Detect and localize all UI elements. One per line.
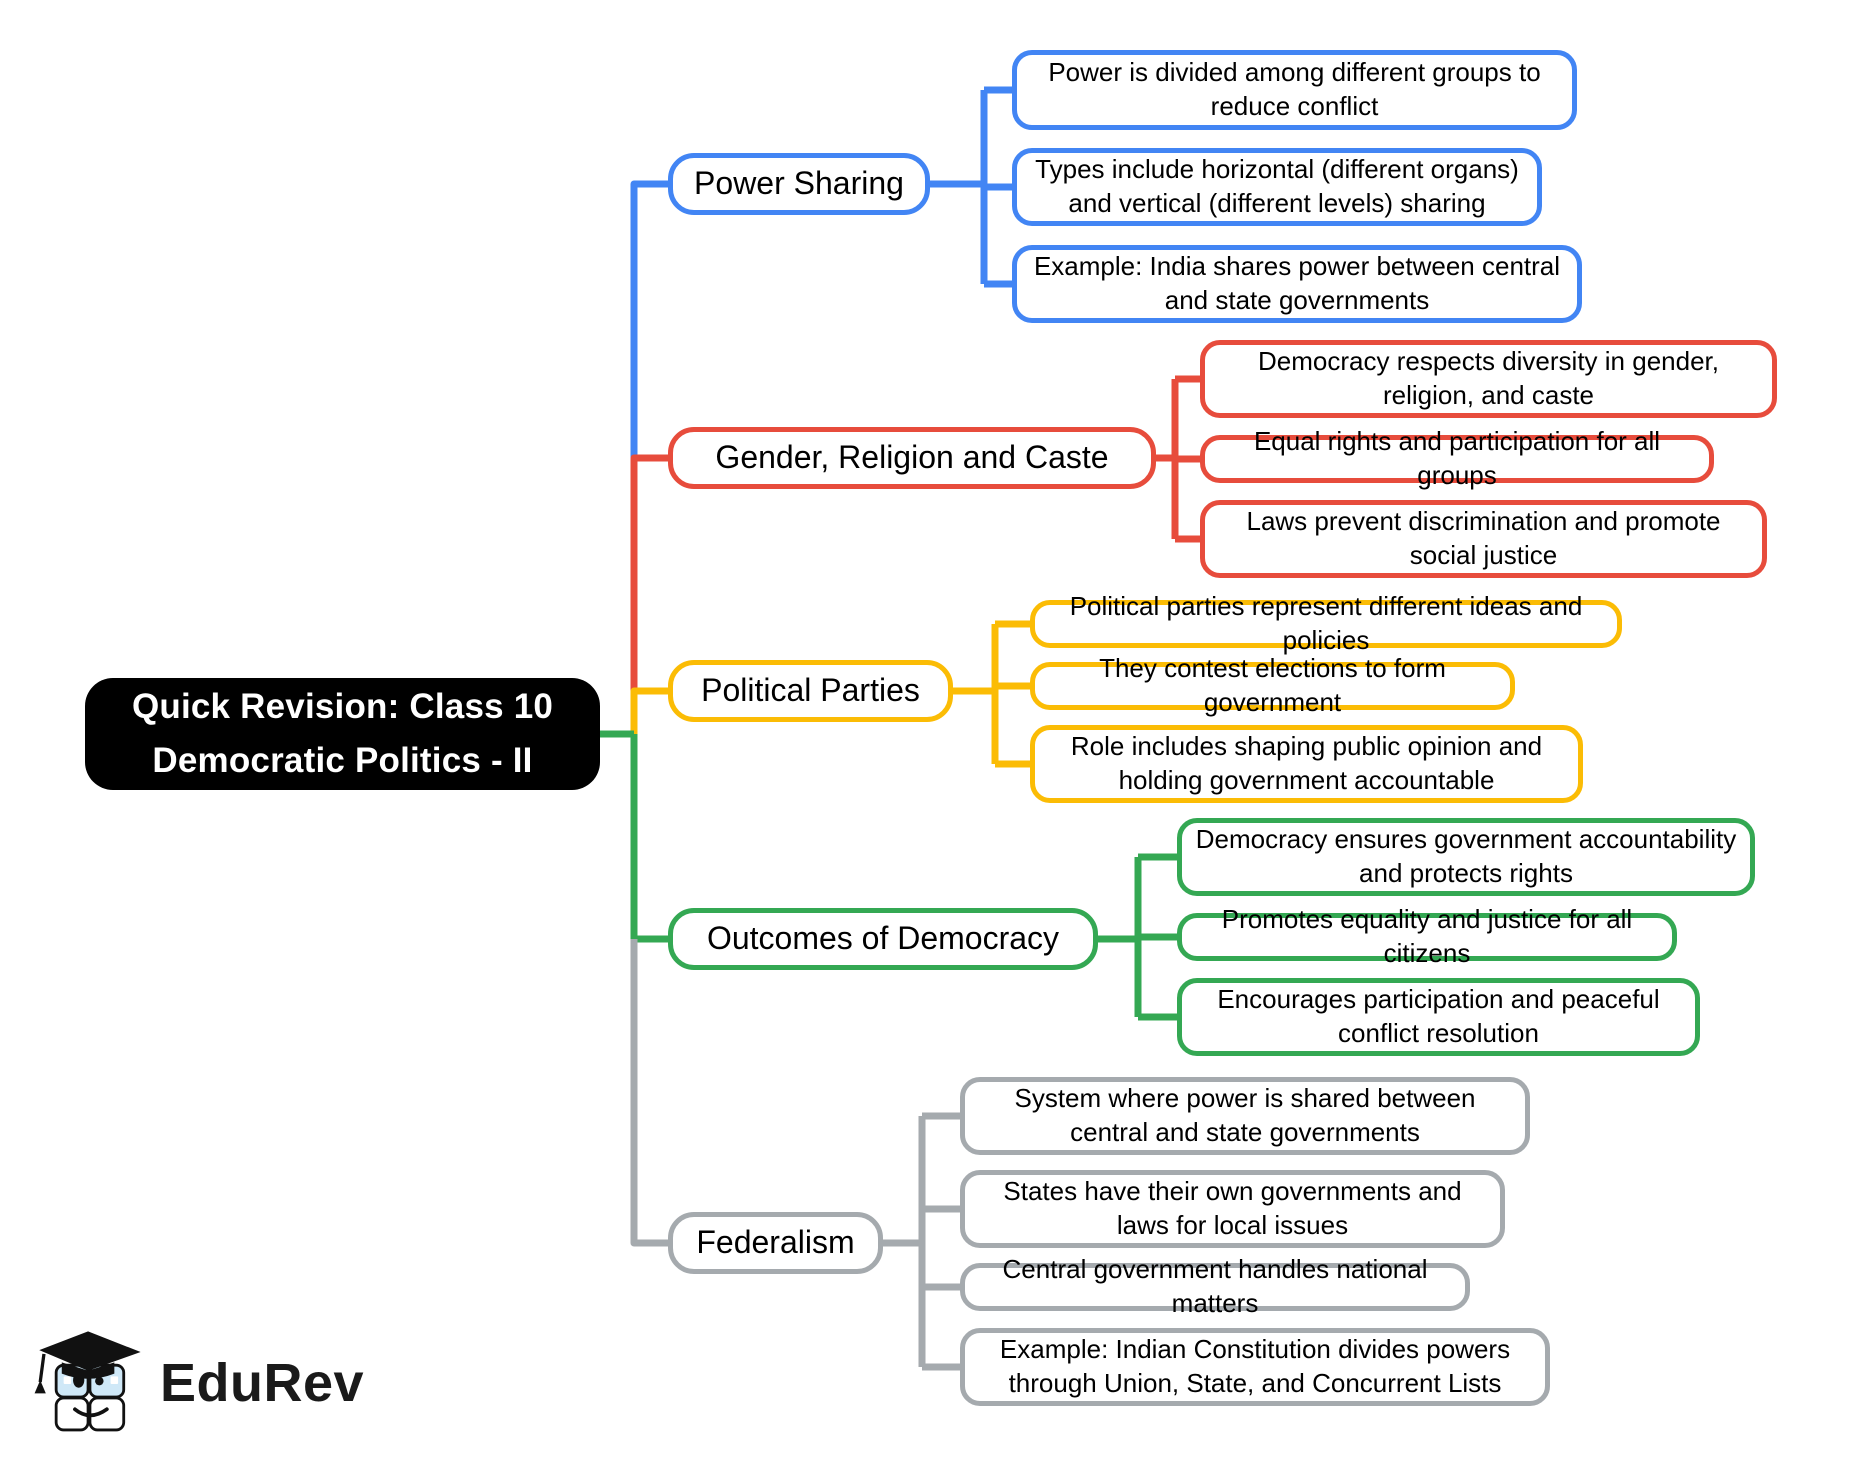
leaf-gender-laws: Laws prevent discrimination and promote … <box>1200 500 1767 578</box>
branch-federalism: Federalism <box>668 1212 883 1274</box>
leaf-text: Role includes shaping public opinion and… <box>1070 731 1543 795</box>
leaf-federalism-system: System where power is shared between cen… <box>960 1077 1530 1155</box>
leaf-text: Encourages participation and peaceful co… <box>1217 984 1660 1048</box>
branch-federalism-label: Federalism <box>696 1224 855 1261</box>
edurev-logo: EduRev <box>28 1322 364 1444</box>
connector-federalism <box>630 939 960 1371</box>
leaf-text: System where power is shared between cen… <box>1014 1083 1476 1147</box>
branch-political-label: Political Parties <box>701 672 920 709</box>
branch-power-sharing-label: Power Sharing <box>694 165 904 202</box>
leaf-gender-diversity: Democracy respects diversity in gender, … <box>1200 340 1777 418</box>
leaf-text: Example: Indian Constitution divides pow… <box>999 1334 1511 1398</box>
leaf-text: Democracy respects diversity in gender, … <box>1258 346 1719 410</box>
leaf-federalism-states: States have their own governments and la… <box>960 1170 1505 1248</box>
branch-outcomes-label: Outcomes of Democracy <box>706 920 1060 957</box>
leaf-federalism-example: Example: Indian Constitution divides pow… <box>960 1328 1550 1406</box>
leaf-outcomes-participation: Encourages participation and peaceful co… <box>1177 978 1700 1056</box>
leaf-parties-contest: They contest elections to form governmen… <box>1030 653 1515 717</box>
leaf-power-types: Types include horizontal (different orga… <box>1012 148 1542 226</box>
leaf-gender-equal-rights: Equal rights and participation for all g… <box>1200 426 1714 490</box>
edurev-mascot-icon <box>34 1331 141 1432</box>
connector-gender-religion-caste <box>630 375 1200 691</box>
leaf-text: States have their own governments and la… <box>1003 1176 1462 1240</box>
leaf-text: Political parties represent different id… <box>1069 591 1583 655</box>
leaf-outcomes-accountability: Democracy ensures government accountabil… <box>1177 818 1755 896</box>
root-title-line2: Democratic Politics - II <box>152 741 533 780</box>
connector-political-parties <box>630 620 1030 768</box>
leaf-text: They contest elections to form governmen… <box>1099 653 1446 717</box>
leaf-text: Laws prevent discrimination and promote … <box>1246 506 1721 570</box>
leaf-power-divided: Power is divided among different groups … <box>1012 50 1577 130</box>
leaf-parties-represent: Political parties represent different id… <box>1030 591 1622 655</box>
leaf-text: Example: India shares power between cent… <box>1033 251 1561 315</box>
branch-outcomes-of-democracy: Outcomes of Democracy <box>668 908 1098 970</box>
root-title-line1: Quick Revision: Class 10 <box>131 686 554 726</box>
leaf-text: Equal rights and participation for all g… <box>1253 426 1661 490</box>
branch-political-parties: Political Parties <box>668 660 953 722</box>
connector-power-sharing <box>630 86 1014 458</box>
leaf-text: Promotes equality and justice for all ci… <box>1221 904 1633 968</box>
leaf-text: Power is divided among different groups … <box>1048 57 1541 121</box>
branch-power-sharing: Power Sharing <box>668 153 930 215</box>
leaf-text: Types include horizontal (different orga… <box>1035 154 1519 218</box>
branch-gender-religion-caste: Gender, Religion and Caste <box>668 427 1156 489</box>
leaf-text: Democracy ensures government accountabil… <box>1195 824 1737 888</box>
root-node: Quick Revision: Class 10 Democratic Poli… <box>85 678 600 790</box>
leaf-outcomes-equality: Promotes equality and justice for all ci… <box>1177 904 1677 968</box>
leaf-power-example: Example: India shares power between cent… <box>1012 245 1582 323</box>
leaf-federalism-central: Central government handles national matt… <box>960 1254 1470 1318</box>
branch-gender-label: Gender, Religion and Caste <box>715 439 1109 476</box>
edurev-logo-text: EduRev <box>160 1353 365 1413</box>
leaf-parties-role: Role includes shaping public opinion and… <box>1030 725 1583 803</box>
leaf-text: Central government handles national matt… <box>1002 1254 1428 1318</box>
